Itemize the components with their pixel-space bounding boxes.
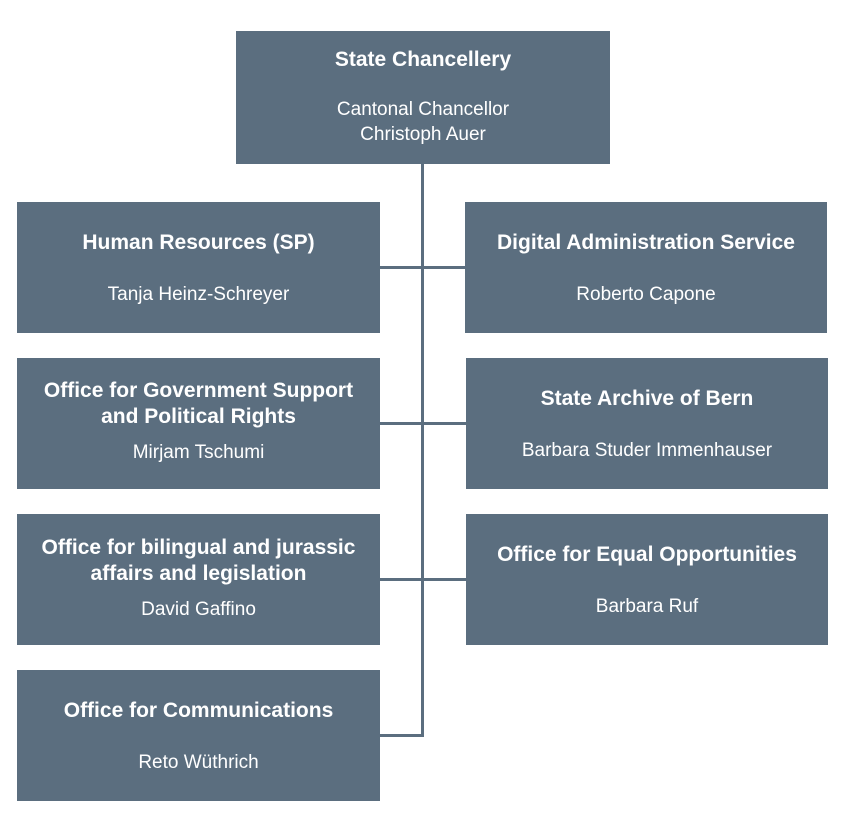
org-box-person: Reto Wüthrich <box>138 752 259 773</box>
org-box-title: Human Resources (SP) <box>82 231 315 254</box>
connector-row-1 <box>380 266 465 269</box>
org-box-bilingual-affairs: Office for bilingual and jurassic affair… <box>17 514 380 645</box>
org-box-role: Cantonal Chancellor <box>336 99 510 120</box>
org-box-person: Christoph Auer <box>360 124 486 145</box>
org-box-title: Office for bilingual and jurassic affair… <box>41 536 356 585</box>
trunk-connector <box>421 164 424 737</box>
org-box-title: Office for Equal Opportunities <box>497 543 797 566</box>
org-box-human-resources: Human Resources (SP) Tanja Heinz-Schreye… <box>17 202 380 333</box>
org-box-state-chancellery: State Chancellery Cantonal Chancellor Ch… <box>236 31 610 164</box>
connector-row-4 <box>380 734 424 737</box>
org-box-communications: Office for Communications Reto Wüthrich <box>17 670 380 801</box>
org-box-person: Barbara Studer Immenhauser <box>521 440 773 461</box>
org-box-title: State Chancellery <box>334 48 512 71</box>
org-box-person: Roberto Capone <box>576 284 716 305</box>
connector-row-3 <box>380 578 466 581</box>
connector-row-2 <box>380 422 466 425</box>
org-box-title: Office for Communications <box>63 699 334 722</box>
org-box-title: State Archive of Bern <box>540 387 754 410</box>
org-box-person: Tanja Heinz-Schreyer <box>107 284 290 305</box>
org-box-government-support: Office for Government Support and Politi… <box>17 358 380 489</box>
org-box-state-archive: State Archive of Bern Barbara Studer Imm… <box>466 358 828 489</box>
org-box-person: Barbara Ruf <box>595 596 699 617</box>
org-box-title: Digital Administration Service <box>497 231 795 254</box>
org-box-person: Mirjam Tschumi <box>132 442 265 463</box>
org-box-equal-opportunities: Office for Equal Opportunities Barbara R… <box>466 514 828 645</box>
org-box-title: Office for Government Support and Politi… <box>43 379 354 428</box>
org-box-person: David Gaffino <box>141 599 256 620</box>
org-box-digital-administration: Digital Administration Service Roberto C… <box>465 202 827 333</box>
